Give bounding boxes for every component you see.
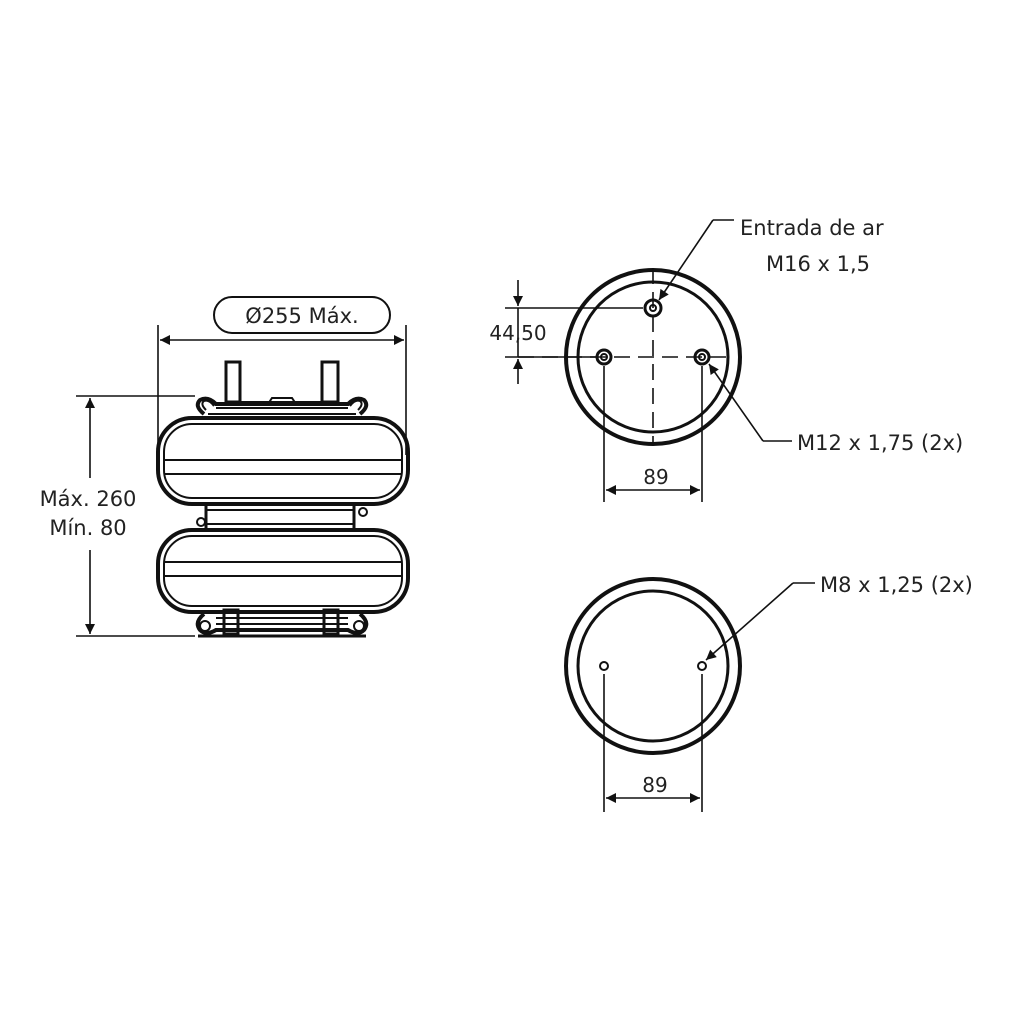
air-inlet-thread: M16 x 1,5	[766, 252, 870, 276]
bottom-bolt-thread-label: M8 x 1,25 (2x)	[820, 573, 973, 597]
bottom-spacing-dimension: 89	[603, 674, 703, 812]
top-spacing-label: 89	[643, 465, 668, 489]
diameter-dimension: Ø255 Máx.	[157, 296, 407, 455]
height-dimension: Máx. 260 Mín. 80	[40, 395, 195, 637]
diameter-label-box	[213, 296, 391, 334]
air-inlet-label: Entrada de ar	[740, 216, 884, 240]
side-view: Ø255 Máx. Máx. 260 Mín. 80	[40, 296, 410, 638]
girdle-ring	[196, 502, 368, 532]
height-max-label: Máx. 260	[40, 487, 137, 511]
bolt-thread-label: M12 x 1,75 (2x)	[797, 431, 963, 455]
bottom-bolt-callout: M8 x 1,25 (2x)	[705, 573, 973, 661]
top-view: 44,50 Entrada de ar M16 x 1,5 M12 x 1,75…	[489, 216, 963, 502]
lower-bellow	[156, 528, 410, 614]
offset-label: 44,50	[489, 321, 546, 345]
diameter-label: Ø255 Máx.	[245, 304, 358, 328]
offset-dimension: 44,50	[489, 280, 643, 384]
height-min-label: Mín. 80	[49, 516, 126, 540]
bolt-hole-right	[693, 348, 711, 366]
air-inlet-callout: Entrada de ar M16 x 1,5	[658, 216, 884, 301]
top-plate	[195, 360, 369, 416]
bottom-bolt-hole-right	[697, 661, 707, 671]
bottom-bolt-hole-left	[599, 661, 609, 671]
bottom-view: M8 x 1,25 (2x) 89	[564, 573, 973, 812]
bottom-plate	[195, 608, 369, 638]
bottom-spacing-label: 89	[642, 773, 667, 797]
upper-bellow	[156, 416, 410, 506]
bolt-callout: M12 x 1,75 (2x)	[708, 363, 963, 455]
air-inlet-hole	[643, 298, 663, 318]
top-spacing-dimension: 89	[603, 366, 703, 502]
bolt-hole-left	[595, 348, 613, 366]
